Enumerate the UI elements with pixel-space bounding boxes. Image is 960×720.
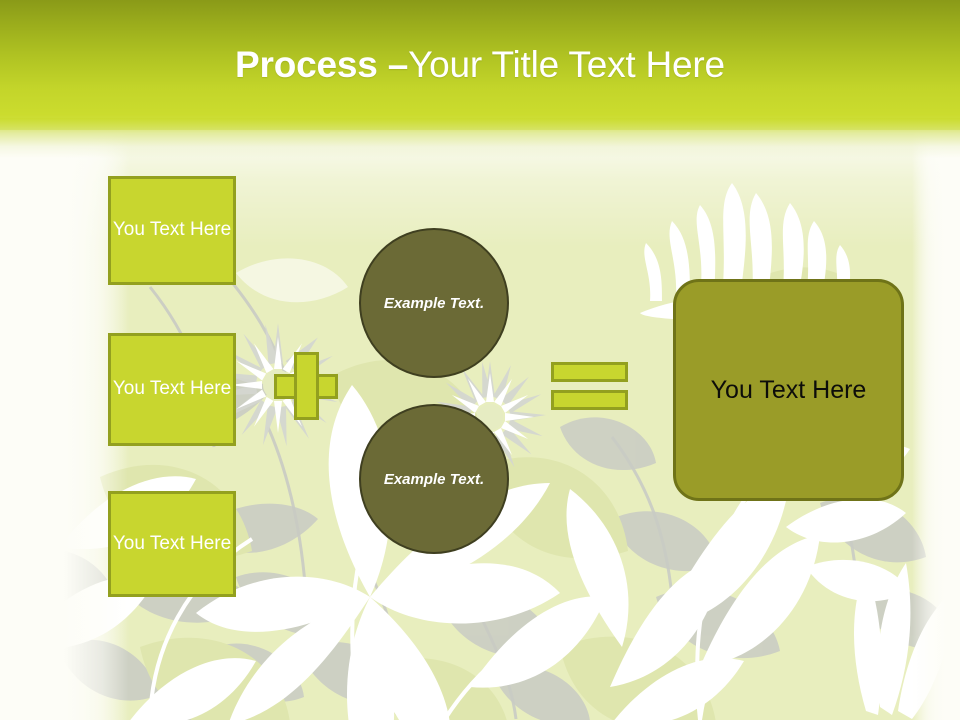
process-circle-2[interactable]: Example Text. <box>359 404 509 554</box>
plus-icon <box>274 352 338 420</box>
input-box-3[interactable]: You Text Here <box>108 491 236 597</box>
process-circle-1[interactable]: Example Text. <box>359 228 509 378</box>
input-box-2-label: You Text Here <box>112 378 232 400</box>
process-circle-1-label: Example Text. <box>383 294 485 312</box>
result-box-label: You Text Here <box>710 375 867 404</box>
input-box-2[interactable]: You Text Here <box>108 333 236 446</box>
page-title-normal: Your Title Text Here <box>408 44 725 85</box>
page-title-bold: Process – <box>235 44 409 85</box>
input-box-3-label: You Text Here <box>112 532 232 554</box>
panel-left-fade <box>0 127 128 720</box>
title-banner <box>0 0 960 130</box>
title-banner-fade <box>0 118 960 158</box>
plus-center-patch <box>297 377 316 396</box>
equals-top-bar <box>551 362 628 382</box>
equals-icon <box>551 362 628 410</box>
page-title: Process – Your Title Text Here <box>0 0 960 130</box>
input-box-1-label: You Text Here <box>112 219 232 241</box>
plus-vertical-bar <box>294 352 319 420</box>
panel-right-fade <box>912 127 960 720</box>
input-box-1[interactable]: You Text Here <box>108 176 236 285</box>
result-box[interactable]: You Text Here <box>673 279 904 501</box>
equals-bottom-bar <box>551 390 628 410</box>
process-circle-2-label: Example Text. <box>383 470 485 488</box>
